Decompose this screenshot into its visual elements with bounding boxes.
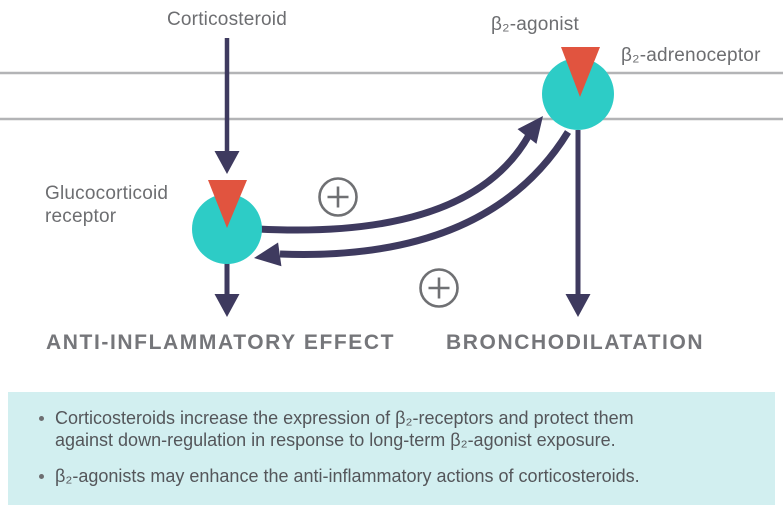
- beta2-effect-down-arrow-icon: [565, 130, 591, 317]
- beta2-agonist-label: β₂-agonist: [491, 14, 579, 35]
- diagram-canvas: [0, 38, 783, 317]
- corticosteroid-ligand-icon: [208, 180, 247, 228]
- plus-circle-upper-icon: [318, 177, 358, 217]
- summary-note-box: Corticosteroids increase the expression …: [8, 392, 775, 505]
- list-item: Corticosteroids increase the expression …: [38, 407, 761, 451]
- beta2-agonist-ligand-icon: [561, 47, 600, 97]
- glucocorticoid-receptor-label: Glucocorticoid receptor: [45, 183, 169, 227]
- glucocorticoid-receptor-icon: [192, 194, 262, 264]
- receptor-diagram: Corticosteroid β₂-agonist β₂-adrenocepto…: [0, 9, 783, 354]
- gr-effect-down-arrow-icon: [214, 262, 240, 317]
- bronchodilatation-label: BRONCHODILATATION: [446, 331, 705, 354]
- bullet-icon: [38, 465, 55, 487]
- bullet-icon: [38, 407, 55, 429]
- corticosteroid-down-arrow-icon: [214, 38, 240, 174]
- corticosteroid-label: Corticosteroid: [166, 9, 287, 30]
- beta2-adrenoceptor-label: β₂-adrenoceptor: [621, 45, 761, 66]
- anti-inflammatory-effect-label: ANTI-INFLAMMATORY EFFECT: [46, 331, 396, 354]
- bullet-text: β₂-agonists may enhance the anti-inflamm…: [55, 466, 640, 486]
- beta2-adrenoceptor-icon: [542, 58, 614, 130]
- plus-circle-lower-icon: [419, 268, 459, 308]
- beta2-to-gr-curved-arrow-icon: [254, 130, 571, 267]
- list-item: β₂-agonists may enhance the anti-inflamm…: [38, 465, 761, 487]
- gr-to-beta2-curved-arrow-icon: [257, 116, 543, 234]
- bullet-text: Corticosteroids increase the expression …: [55, 408, 634, 450]
